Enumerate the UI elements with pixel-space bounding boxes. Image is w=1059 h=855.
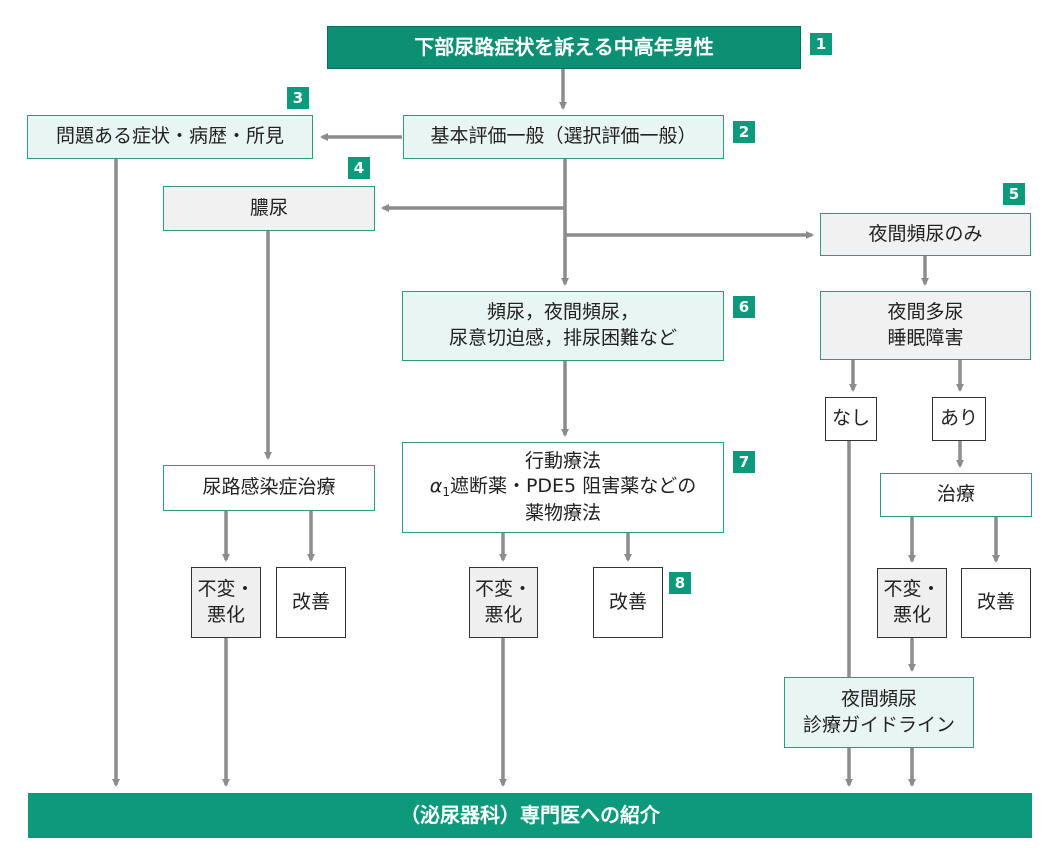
- step-number-6: 6: [733, 296, 755, 318]
- polyuria-sleep-box: 夜間多尿 睡眠障害: [820, 291, 1031, 360]
- treatment-unchanged-box: 不変・ 悪化: [877, 568, 947, 638]
- frequency-symptoms-box: 頻尿，夜間頻尿， 尿意切迫感，排尿困難など: [402, 291, 724, 361]
- behavioral-line-1: 行動療法: [524, 449, 601, 472]
- step-number-1: 1: [810, 33, 832, 55]
- uti-treatment-box: 尿路感染症治療: [163, 465, 375, 511]
- step-number-5: 5: [1003, 183, 1025, 205]
- nocturia-guideline-box: 夜間頻尿 診療ガイドライン: [784, 677, 974, 748]
- behavioral-line-3: 薬物療法: [524, 501, 601, 524]
- yes-box: あり: [932, 397, 986, 441]
- step-number-7: 7: [733, 451, 755, 473]
- no-box: なし: [825, 397, 877, 441]
- step-number-2: 2: [733, 121, 755, 143]
- behavioral-improved-box: 改善: [593, 567, 663, 638]
- behavioral-unchanged-box: 不変・ 悪化: [469, 567, 538, 638]
- behavioral-therapy-box: 行動療法 α1遮断薬・PDE5 阻害薬などの 薬物療法: [402, 442, 724, 533]
- step-number-4: 4: [348, 157, 370, 179]
- referral-bar: （泌尿器科）専門医への紹介: [28, 793, 1032, 838]
- treatment-box: 治療: [880, 473, 1032, 517]
- treatment-improved-box: 改善: [961, 568, 1031, 638]
- alpha-subscript: 1: [442, 485, 450, 500]
- uti-unchanged-box: 不変・ 悪化: [191, 567, 261, 638]
- pyuria-box: 膿尿: [163, 186, 375, 231]
- behavioral-line-2-text: 遮断薬・PDE5 阻害薬などの: [449, 475, 697, 498]
- nocturia-only-box: 夜間頻尿のみ: [820, 213, 1031, 256]
- uti-improved-box: 改善: [276, 567, 346, 638]
- problem-findings-box: 問題ある症状・病歴・所見: [27, 115, 313, 159]
- title-box: 下部尿路症状を訴える中高年男性: [327, 26, 801, 69]
- basic-evaluation-box: 基本評価一般（選択評価一般）: [403, 115, 724, 159]
- behavioral-line-2: α1遮断薬・PDE5 阻害薬などの: [430, 474, 696, 500]
- alpha-symbol: α: [429, 475, 443, 498]
- step-number-3: 3: [287, 87, 309, 109]
- step-number-8: 8: [669, 572, 691, 594]
